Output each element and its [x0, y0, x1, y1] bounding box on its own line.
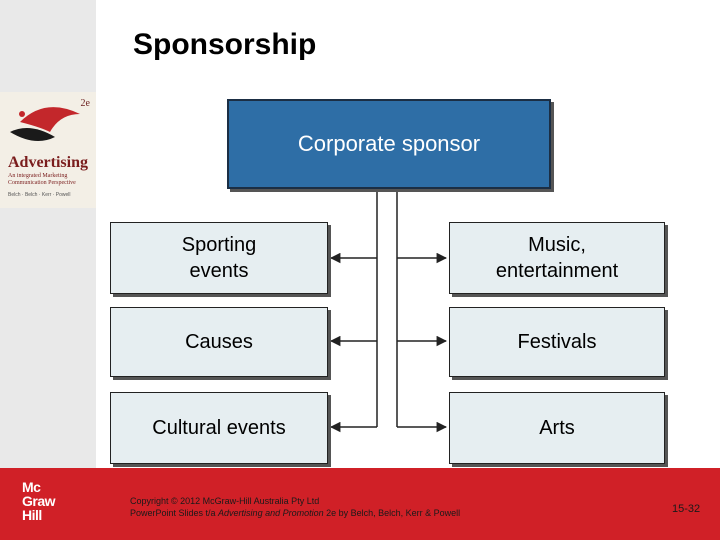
- book-cover-image: 2e Advertising An integrated Marketing C…: [0, 92, 96, 208]
- logo-line-graw: Graw: [22, 493, 56, 509]
- corporate-sponsor-box: Corporate sponsor: [227, 99, 551, 189]
- sporting-events-label: Sporting events: [181, 234, 257, 282]
- book-title: Advertising: [8, 154, 88, 171]
- logo-line-hill: Hill: [22, 507, 42, 523]
- corporate-sponsor-label: Corporate sponsor: [297, 131, 481, 156]
- book-authors: Belch · Belch · Kerr · Powell: [8, 192, 71, 198]
- logo-line-mc: Mc: [22, 479, 41, 495]
- book-cover-art: [10, 107, 80, 141]
- music-entertainment-box: Music, entertainment: [449, 222, 665, 294]
- footer-bar: Mc Graw Hill Copyright © 2012 McGraw-Hil…: [0, 468, 720, 540]
- book-subtitle: An integrated Marketing Communication Pe…: [8, 173, 76, 186]
- sporting-events-box: Sporting events: [110, 222, 328, 294]
- music-entertainment-label: Music, entertainment: [495, 234, 619, 282]
- book-title-italic: Advertising and Promotion: [218, 508, 324, 518]
- arts-label: Arts: [539, 417, 575, 439]
- cultural-events-box: Cultural events: [110, 392, 328, 464]
- festivals-box: Festivals: [449, 307, 665, 377]
- slide-number: 15-32: [672, 503, 701, 515]
- festivals-label: Festivals: [517, 331, 597, 353]
- book-edition: 2e: [80, 98, 90, 109]
- slide-title: Sponsorship: [133, 28, 317, 61]
- causes-box: Causes: [110, 307, 328, 377]
- mcgraw-hill-logo: Mc Graw Hill: [22, 480, 72, 528]
- arts-box: Arts: [449, 392, 665, 464]
- copyright-suffix: 2e by Belch, Belch, Kerr & Powell: [323, 508, 461, 518]
- causes-label: Causes: [185, 331, 253, 353]
- left-band: [0, 0, 96, 468]
- cultural-events-label: Cultural events: [152, 417, 286, 439]
- copyright-text: Copyright © 2012 McGraw-Hill Australia P…: [130, 495, 460, 519]
- copyright-prefix: PowerPoint Slides t/a: [130, 508, 219, 518]
- copyright-line-2: PowerPoint Slides t/a Advertising and Pr…: [130, 507, 460, 519]
- copyright-line-1: Copyright © 2012 McGraw-Hill Australia P…: [130, 496, 320, 506]
